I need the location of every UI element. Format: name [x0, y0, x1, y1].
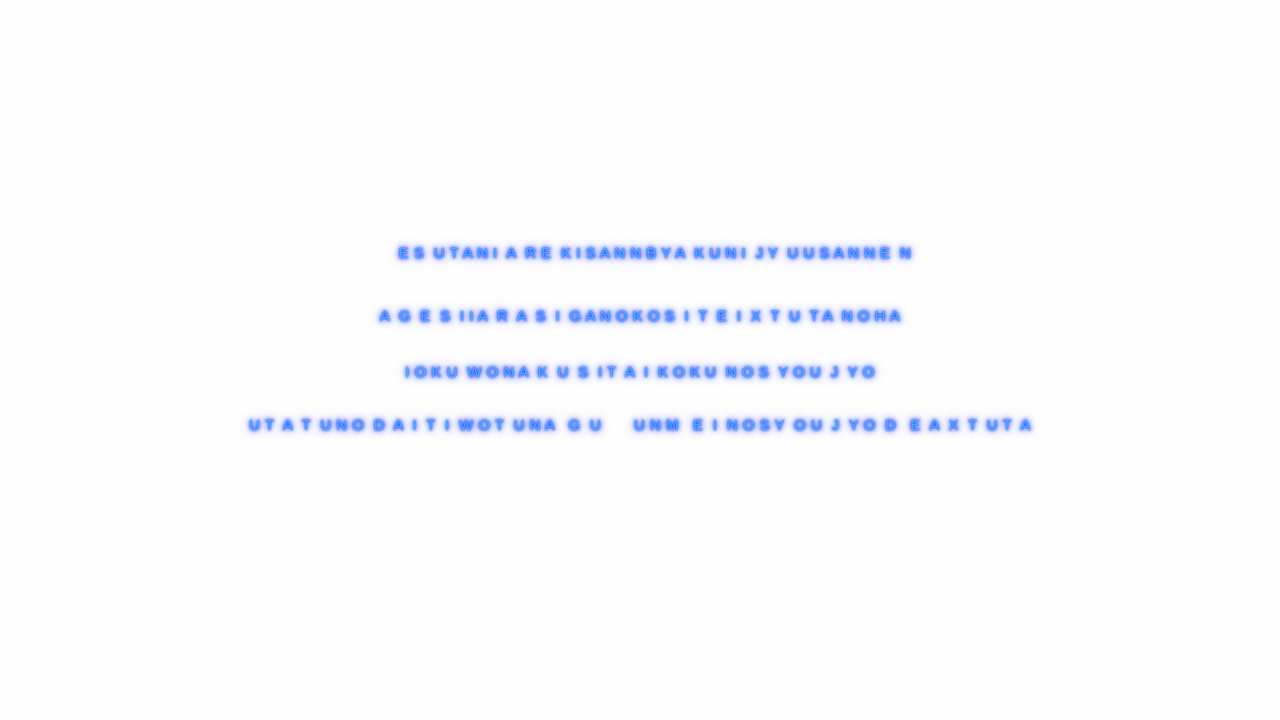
glow-text-line-1: E S U T A N I A R E K I S A N N B Y A K … [398, 245, 912, 262]
glow-text-line-4: U T A T U N O D A I T I W O T U N A G U … [249, 417, 1031, 434]
glow-text-line-2: A G E S I I A R A S I G A N O K O S I T … [379, 308, 901, 325]
glow-text-line-3: I O K U W O N A K U S I T A I K O K U N … [405, 364, 875, 381]
